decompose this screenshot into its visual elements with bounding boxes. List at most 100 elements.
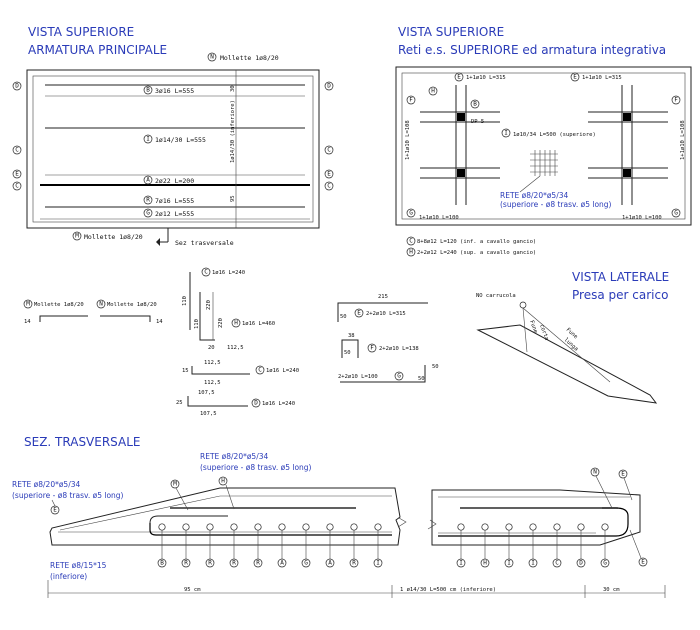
section-bubble [277,558,287,568]
section-bubble-h [218,476,228,486]
section-bubble [480,558,490,568]
section-left-hook [149,515,228,524]
bubble-e-right-label: E [573,74,577,81]
section-bubble-label: A [328,560,332,567]
section-bubble-label: I [376,560,380,567]
g-left-label: 1+1ø10 L=100 [419,215,459,221]
g-right-label: 1+1ø10 L=100 [622,215,662,221]
section-bubble-label: R [208,560,212,567]
cut-arrow-head [156,238,160,246]
plan-left-inner [32,75,314,223]
bar-a-label: 2ø22 L=200 [155,177,194,185]
section-bubble-n-label: N [593,469,597,476]
dim-30-left: 30 [230,85,236,92]
plan-right-outline [395,66,692,226]
dim-107-5-bottom: 107,5 [200,411,217,417]
section-bubble [349,558,359,568]
section-bubble-e [618,469,628,479]
bubble-edge-c2-right-label: C [327,183,331,190]
section-bar-dot [158,523,166,531]
section-bubble-m [170,479,180,489]
section-bar-dot [374,523,382,531]
bubble-n-schedule [96,299,106,309]
bubble-m-bottom [72,231,82,241]
section-bubble-h-label: H [221,478,225,485]
bubble-h-note-label: H [409,249,413,256]
rete-top-label-2: (superiore - ø8 trasv. ø5 long) [200,463,312,472]
bubble-f-left [406,95,416,105]
rete-inf-label-2: (inferiore) [50,572,87,581]
no-carrucola-label: NO carrucola [476,293,516,299]
section-left-main-bar [149,523,392,536]
rete-left-label-2: (superiore - ø8 trasv. ø5 long) [12,491,124,500]
section-leader-e-bottom [629,529,642,559]
section-bubble-label: D [579,560,583,567]
f-right-label: 1+1ø10 L=108 [680,120,686,160]
section-bubble-label: R [352,560,356,567]
rete-left-label-1: RETE ø8/20*ø5/34 [12,480,80,489]
section-bubble [301,558,311,568]
bubble-d-schedule-label: D [254,400,258,407]
plan-armatura-principale: VISTA SUPERIORE ARMATURA PRINCIPALE N Mo… [12,25,334,247]
bubble-b [143,85,153,95]
title-vista-laterale: VISTA LATERALE [572,270,669,284]
bubble-edge-c-left-label: C [15,147,19,154]
section-left-slope-mesh [59,495,221,531]
hook-block-br [623,169,631,177]
section-bubble-e-bottom-label: E [641,559,645,566]
bubble-h-schedule [231,318,241,328]
bubble-edge-c2-right [324,181,334,191]
section-bubble [325,558,335,568]
section-bar-dot [457,523,465,531]
title-vista-superiore-left: VISTA SUPERIORE [28,25,134,39]
bar-c-label: 1ø16 L=240 [212,270,245,276]
title-armatura-principale: ARMATURA PRINCIPALE [28,43,167,57]
section-bar-dot [350,523,358,531]
bubble-g-right-label: G [674,210,678,217]
section-bar-dot [529,523,537,531]
bubble-m-schedule-label: M [26,301,30,308]
bar-f-label: 1ø14/30 L=555 [155,136,206,144]
section-bar-dot [254,523,262,531]
section-bar-dot [302,523,310,531]
section-bubble-label: H [483,560,487,567]
section-bar-dot [577,523,585,531]
bar-c2-label: 1ø16 L=240 [266,368,299,374]
bubble-edge-c-right [324,145,334,155]
plan-right-inner [401,72,686,220]
rete-top-label-1: RETE ø8/20*ø5/34 [200,452,268,461]
bar-h-shape [199,292,215,341]
bubble-n-top-label: N [210,54,214,61]
bending-schedule: M Mollette 1ø8/20 N Mollette 1ø8/20 14 1… [23,267,439,417]
cut-label: Sez trasversale [175,239,234,247]
bubble-g-schedule-label: G [397,373,401,380]
bar-e-shape [337,302,428,322]
bubble-r-label: R [146,197,150,204]
dp-label: DP 5 [471,119,484,125]
bar-r-label: 7ø16 L=555 [155,197,194,205]
section-bubble [504,558,514,568]
rete-inf-label-1: RETE ø8/15*15 [50,561,107,570]
fune-lunga-line [522,307,611,383]
section-leader-e [51,499,56,507]
bubble-edge-d-right-label: D [327,83,331,90]
bubble-g-left [406,208,416,218]
bubble-f-right [671,95,681,105]
lateral-view: VISTA LATERALE Presa per carico NO carru… [476,270,669,404]
section-bubble [576,558,586,568]
mollette-m-label: Mollette 1ø8/20 [34,302,84,308]
mollette-m-shape [39,315,88,322]
section-left-outline [49,487,401,546]
fune-corta-2: corta [538,324,549,342]
bubble-f-schedule-label: F [370,345,374,352]
bubble-g-label: G [146,210,150,217]
dim-95-cm: 95 cm [184,587,201,593]
dim-30-cm: 30 cm [603,587,620,593]
section-bar-dot [601,523,609,531]
bar-d-shape [187,396,248,407]
bar-f-label: 2+2ø10 L=138 [379,346,419,352]
dim-50-g-right: 50 [432,364,439,370]
bubble-h [428,86,438,96]
bubble-c-schedule [201,267,211,277]
